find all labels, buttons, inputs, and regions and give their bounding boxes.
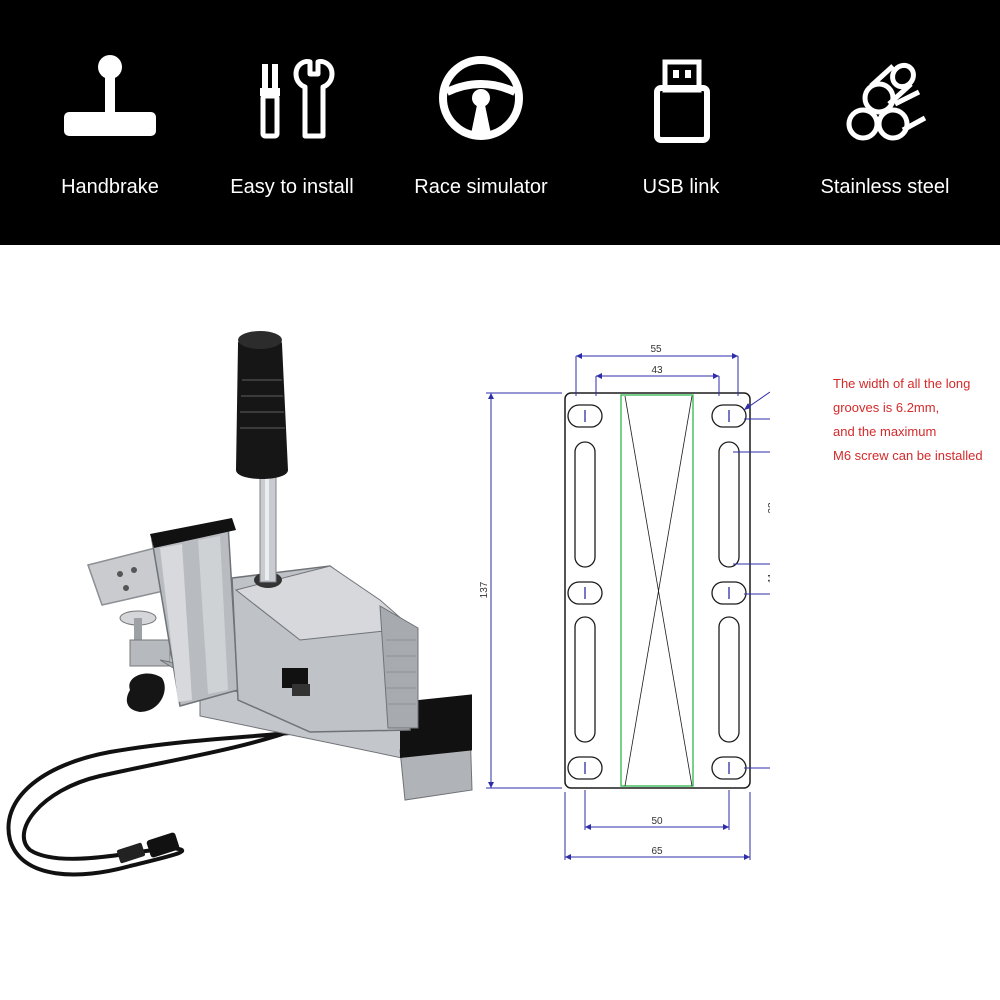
- feature-banner: Handbrake Easy to install Race simulator…: [0, 0, 1000, 245]
- feature-usb-link: USB link: [581, 0, 781, 245]
- groove-note: The width of all the long grooves is 6.2…: [833, 372, 998, 468]
- note-line: The width of all the long: [833, 376, 971, 391]
- dim-height: 137: [479, 581, 490, 598]
- feature-label: Easy to install: [230, 176, 354, 198]
- feature-stainless-steel: Stainless steel: [785, 0, 985, 245]
- plate-outline: [564, 392, 751, 789]
- plate-slots: [567, 404, 747, 780]
- note-line: and the maximum: [833, 424, 937, 439]
- note-line: grooves is 6.2mm,: [833, 400, 940, 415]
- mounting-plate-drawing: 55 43 137 60 38 11 60 50 65: [479, 344, 770, 860]
- usb-icon: [654, 59, 710, 143]
- frame-outline: [620, 394, 694, 787]
- dim-top-inner: 43: [651, 365, 663, 376]
- feature-label: Stainless steel: [820, 176, 950, 198]
- dim-bottom-outer: 65: [651, 846, 663, 857]
- feature-label: Race simulator: [414, 176, 548, 198]
- feature-label: USB link: [642, 176, 720, 198]
- handbrake-product-image: [6, 331, 473, 877]
- steel-pipes-icon: [846, 62, 927, 141]
- steering-wheel-icon: [439, 56, 523, 140]
- dim-top-outer: 55: [650, 344, 662, 355]
- feature-handbrake: Handbrake: [10, 0, 210, 245]
- dim-bottom-inner: 50: [651, 816, 663, 827]
- note-line: M6 screw can be installed: [833, 448, 983, 463]
- feature-label: Handbrake: [61, 176, 159, 198]
- handbrake-icon: [64, 55, 156, 136]
- tools-icon: [260, 59, 335, 139]
- dim-right-slot: 38: [767, 502, 770, 514]
- dim-right-gap: 11: [767, 572, 770, 583]
- feature-race-simulator: Race simulator: [381, 0, 581, 245]
- feature-easy-install: Easy to install: [192, 0, 392, 245]
